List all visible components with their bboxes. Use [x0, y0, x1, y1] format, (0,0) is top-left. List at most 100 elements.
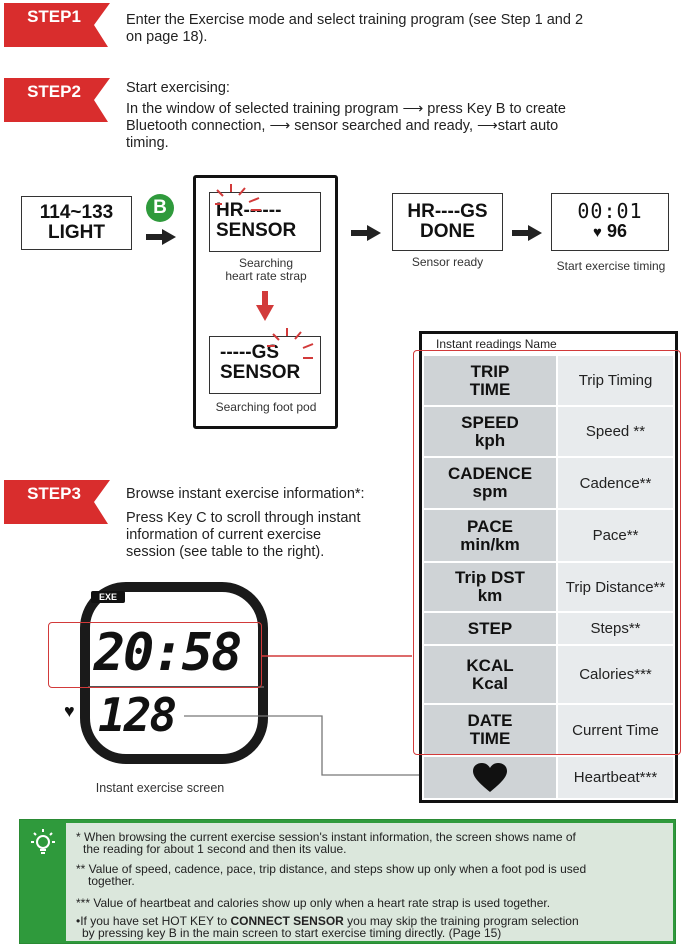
watch-heart-rate: 128: [98, 688, 177, 742]
caption-searching-hr-line1: Searching: [238, 256, 294, 270]
caption-searching-hr: Searching heart rate strap: [200, 257, 332, 283]
watch-highlight-frame: [48, 622, 262, 688]
name-cell: Current Time: [558, 705, 673, 757]
caption-searching-hr-line2: heart rate strap: [225, 269, 307, 283]
blink-icon-gs: [267, 328, 314, 359]
key-b-icon: B: [146, 194, 174, 222]
reading-line2: Kcal: [472, 673, 508, 693]
step2-line4: timing.: [126, 135, 169, 151]
lcd-gs-line1: -----GS: [220, 342, 280, 363]
reading-line2: min/km: [460, 534, 520, 554]
lcd-gs-line2: SENSOR: [220, 361, 301, 383]
heart-icon-small: ♥: [593, 224, 602, 241]
step3-text: Browse instant exercise information*: Pr…: [126, 486, 416, 561]
lcd-light: 114~133 LIGHT: [21, 196, 132, 250]
tip-line1: * When browsing the current exercise ses…: [76, 830, 576, 844]
watch-time: 20:58: [93, 623, 243, 683]
table-row: Heartbeat***: [422, 757, 675, 800]
lcd-done: HR----GS DONE: [392, 193, 503, 251]
reading-line2: TIME: [469, 729, 511, 748]
tip-line6b: CONNECT SENSOR: [230, 914, 344, 928]
caption-sensor-ready: Sensor ready: [411, 255, 484, 269]
watch-heart-icon: ♥: [64, 701, 75, 721]
lcd-hr-line2: SENSOR: [216, 219, 297, 241]
tip-line6c: you may skip the training program select…: [343, 914, 579, 928]
reading-line1: Trip DST: [455, 568, 525, 587]
reading-cell: [424, 757, 556, 800]
lcd-gs-sensor: -----GS SENSOR: [209, 336, 321, 394]
reading-line1: STEP: [467, 618, 513, 638]
arrow-right-icon-3: [512, 225, 542, 241]
name-cell: Trip Distance**: [558, 563, 673, 613]
step2-badge-shape: [4, 78, 110, 122]
tip-line6: •If you have set HOT KEY to CONNECT SENS…: [76, 915, 667, 928]
step1-badge: STEP1: [4, 3, 112, 49]
step1-line2: on page 18).: [126, 29, 208, 45]
step3-badge-shape: [4, 480, 110, 524]
table-header: Instant readings Name: [436, 337, 557, 351]
step1-text: Enter the Exercise mode and select train…: [126, 12, 583, 46]
reading-line2: TIME: [469, 379, 511, 399]
lcd-light-line2: LIGHT: [48, 221, 105, 243]
step2-line1: Start exercising:: [126, 80, 230, 96]
table-highlight-frame: [413, 350, 681, 755]
step2-text: Start exercising: In the window of selec…: [126, 80, 676, 152]
name-cell: Pace**: [558, 510, 673, 563]
reading-line2: kph: [474, 430, 506, 450]
lcd-timing-hr: 96: [606, 221, 627, 241]
tip-line3: ** Value of speed, cadence, pace, trip d…: [76, 862, 587, 876]
name-cell: Trip Timing: [558, 356, 673, 407]
step1-badge-shape: [4, 3, 110, 47]
lcd-done-line1: HR----GS: [407, 201, 488, 222]
watch-caption: Instant exercise screen: [95, 781, 225, 795]
reading-line1: SPEED: [461, 412, 519, 432]
lcd-light-line1: 114~133: [39, 202, 114, 223]
reading-line2: spm: [472, 482, 508, 501]
lightbulb-icon: [31, 829, 55, 854]
sensor-search-frame: [193, 175, 338, 429]
step2-line2: In the window of selected training progr…: [126, 101, 566, 117]
step3-line2: Press Key C to scroll through instant: [126, 510, 361, 526]
table-row: STEP Steps**: [422, 613, 675, 646]
arrow-right-icon-1: [146, 229, 176, 245]
tip-line5: *** Value of heartbeat and calories show…: [76, 896, 551, 910]
tip-line6a: •If you have set HOT KEY to: [76, 914, 231, 928]
reading-line1: TRIP: [470, 361, 510, 381]
arrow-right-icon-2: [351, 225, 381, 241]
reading-cell: STEP: [424, 613, 556, 646]
caption-start-timing: Start exercise timing: [556, 259, 666, 273]
step3-line1: Browse instant exercise information*:: [126, 486, 365, 502]
name-cell: Steps**: [558, 613, 673, 646]
step3-badge: STEP3: [4, 480, 112, 526]
watch-exe-badge: EXE: [91, 591, 125, 603]
tip-line4: together.: [88, 874, 135, 888]
step3-line4: session (see table to the right).: [126, 544, 325, 560]
tip-content: * When browsing the current exercise ses…: [66, 823, 673, 941]
caption-searching-gs: Searching foot pod: [215, 400, 317, 414]
tip-line2: the reading for about 1 second and then …: [83, 842, 347, 856]
name-cell: Speed **: [558, 407, 673, 458]
key-b-label: B: [153, 197, 167, 218]
tip-box: * When browsing the current exercise ses…: [19, 819, 676, 944]
watch-body: [80, 582, 268, 764]
lcd-hr-line1: HR------: [216, 200, 282, 221]
lcd-timing: 00:01 ♥ 96: [551, 193, 669, 251]
reading-line1: DATE: [467, 711, 513, 730]
step1-label: STEP1: [27, 7, 81, 26]
step2-line3: Bluetooth connection, ⟶ sensor searched …: [126, 118, 559, 134]
blink-icon-hr: [215, 184, 261, 211]
